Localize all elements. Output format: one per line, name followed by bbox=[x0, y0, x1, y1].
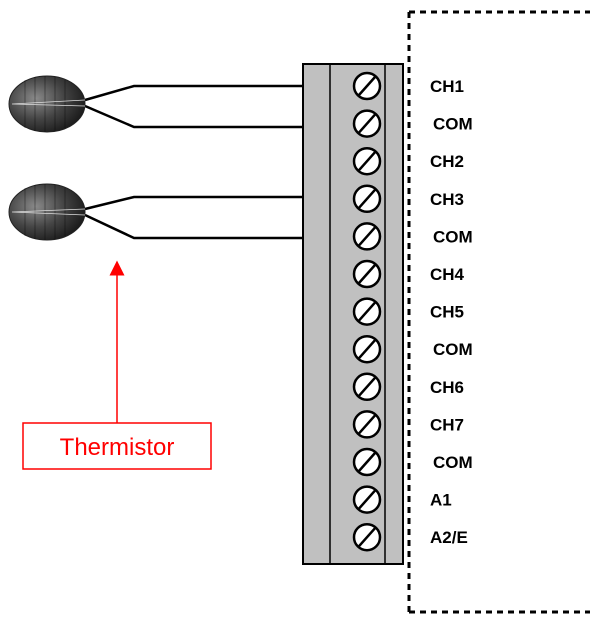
terminal-screw bbox=[352, 222, 382, 251]
terminal-screw bbox=[352, 259, 382, 289]
terminal-screw bbox=[352, 410, 382, 439]
terminal-screw bbox=[352, 109, 382, 138]
terminal-label: CH2 bbox=[430, 152, 464, 171]
terminal-label: COM bbox=[433, 340, 473, 359]
callout-label: Thermistor bbox=[60, 434, 175, 461]
callout-box bbox=[22, 422, 212, 470]
terminal-label: CH7 bbox=[430, 415, 464, 434]
terminal-label: COM bbox=[433, 227, 473, 246]
terminal-screw bbox=[352, 146, 382, 176]
terminal-label: CH3 bbox=[430, 190, 464, 209]
terminal-label: A1 bbox=[430, 491, 452, 510]
terminal-screw bbox=[352, 447, 382, 477]
thermistor-2 bbox=[8, 183, 303, 241]
thermistor-callout: Thermistor bbox=[22, 260, 212, 470]
thermistor-1-lead-upper bbox=[84, 84, 303, 102]
terminal-label: COM bbox=[433, 115, 473, 134]
thermistor-2-lead-lower bbox=[84, 213, 303, 240]
terminal-screw bbox=[352, 71, 382, 101]
terminal-screw bbox=[352, 372, 382, 402]
terminal-label: A2/E bbox=[430, 528, 468, 547]
thermistor-1 bbox=[8, 75, 303, 133]
terminal-screw bbox=[352, 297, 382, 326]
terminal-screw bbox=[352, 184, 382, 214]
terminal-screw bbox=[352, 334, 382, 364]
thermistor-1-lead-lower bbox=[84, 104, 303, 129]
terminal-screw bbox=[352, 485, 382, 514]
terminal-label: COM bbox=[433, 453, 473, 472]
terminal-label: CH1 bbox=[430, 77, 464, 96]
terminal-screw bbox=[352, 522, 382, 552]
terminal-block bbox=[302, 63, 404, 565]
terminal-label: CH5 bbox=[430, 303, 464, 322]
terminal-label: CH6 bbox=[430, 378, 464, 397]
terminal-screws bbox=[352, 71, 382, 552]
terminal-label: CH4 bbox=[430, 265, 465, 284]
thermistor-2-lead-upper bbox=[84, 195, 303, 211]
thermistor-2-bead bbox=[8, 183, 86, 241]
thermistor-1-bead bbox=[8, 75, 86, 133]
enclosure-dashed-border bbox=[407, 10, 590, 614]
